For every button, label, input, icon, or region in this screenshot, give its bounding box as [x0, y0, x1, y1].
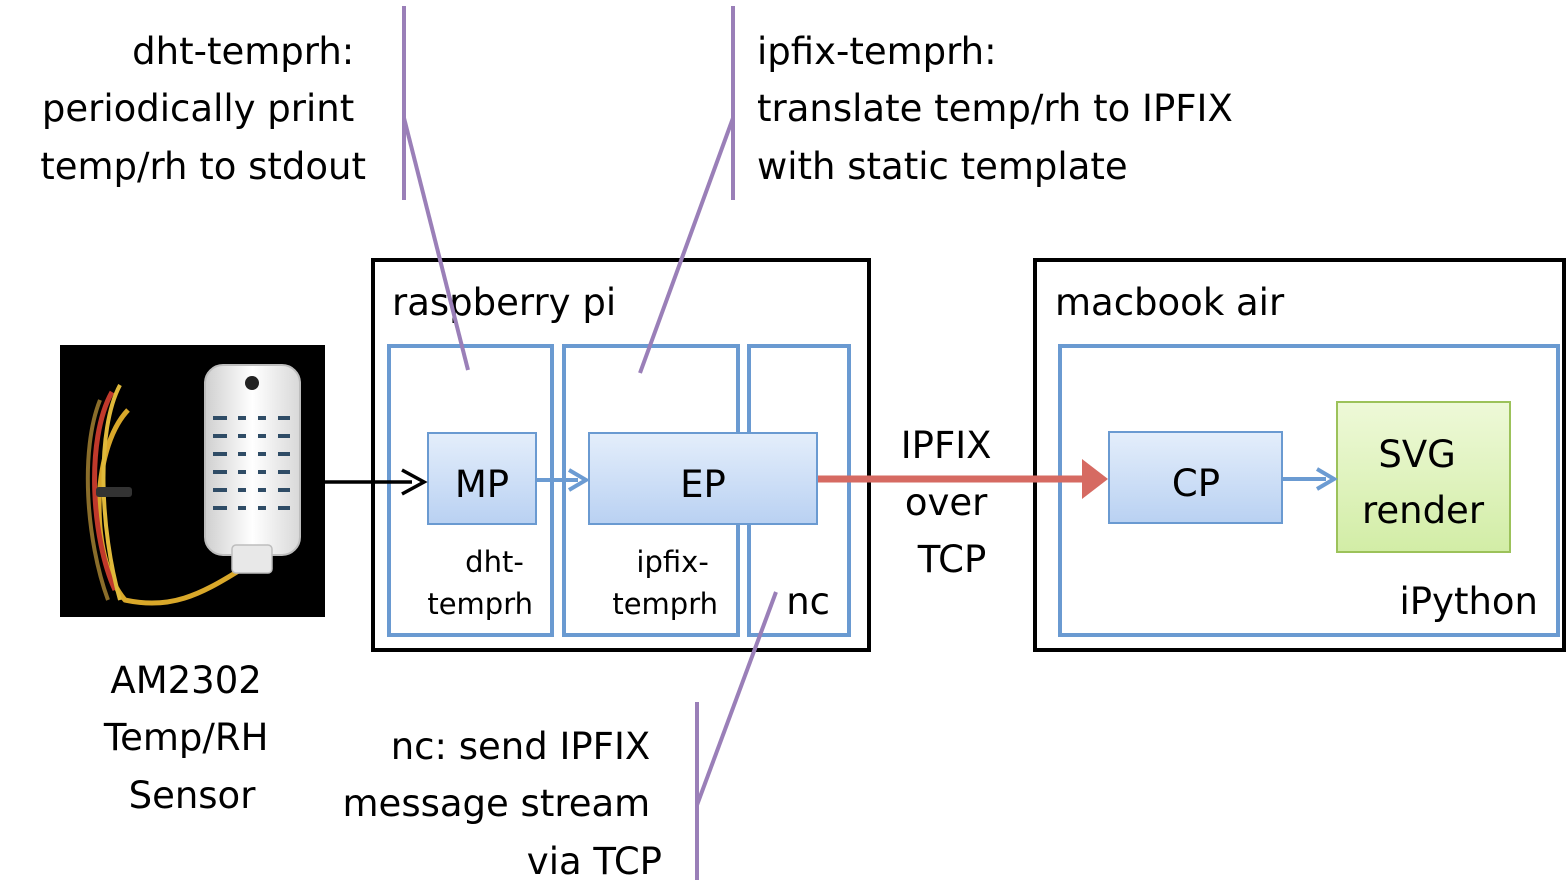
annotation-nc: nc: send IPFIX message stream via TCP	[343, 725, 662, 883]
cp-label: CP	[1172, 462, 1220, 505]
process-label-dht-temprh: dht- temprh	[427, 545, 533, 621]
ep-node	[588, 432, 818, 525]
mp-node	[427, 432, 537, 525]
callout-ipfix-temprh	[638, 6, 735, 374]
raspberry-pi-frame	[371, 258, 871, 652]
sensor-to-mp-arrow	[325, 468, 428, 496]
ipython-label: iPython	[1399, 580, 1538, 623]
sensor-image	[60, 345, 325, 617]
process-label-nc: nc	[786, 580, 830, 623]
process-label-ipfix-temprh: ipfix- temprh	[612, 545, 718, 621]
sensor-label: AM2302 Temp/RH Sensor	[103, 659, 280, 817]
callout-dht-temprh	[402, 6, 470, 371]
macbook-title: macbook air	[1055, 281, 1285, 324]
macbook-frame	[1033, 258, 1566, 652]
cp-node	[1108, 431, 1283, 524]
ep-label: EP	[680, 463, 726, 506]
raspberry-pi-title: raspberry pi	[392, 281, 616, 324]
ipython-box	[1058, 344, 1560, 637]
svg-render-label: SVG render	[1362, 433, 1485, 532]
svg-render-node	[1336, 401, 1511, 553]
process-box-dht-temprh	[387, 344, 554, 637]
mp-label: MP	[455, 463, 509, 506]
link-label: IPFIX over TCP	[901, 424, 1004, 581]
cp-to-svg-arrow	[1283, 467, 1338, 491]
ipfix-over-tcp-arrow	[818, 459, 1108, 499]
mp-to-ep-arrow	[537, 468, 590, 492]
annotation-ipfix-temprh: ipfix-temprh: translate temp/rh to IPFIX…	[757, 30, 1245, 188]
callout-nc	[695, 591, 778, 880]
annotation-dht-temprh: dht-temprh: periodically print temp/rh t…	[40, 30, 366, 188]
sensor-vent-holes	[213, 416, 290, 510]
